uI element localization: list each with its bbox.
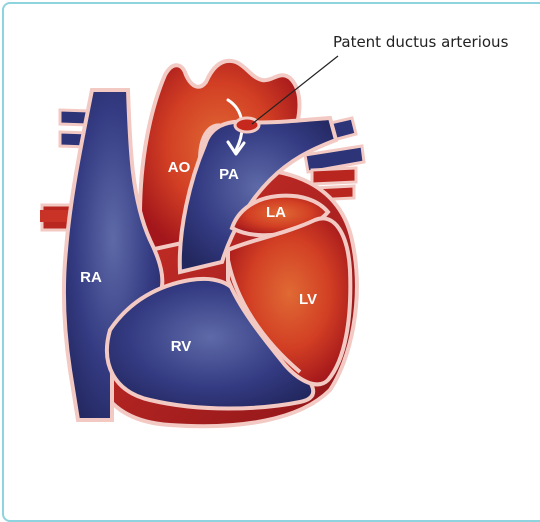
label-ao: AO xyxy=(168,159,191,176)
heart-diagram: AO PA LA RA LV RV Patent ductus arteriou… xyxy=(0,0,540,479)
label-rv: RV xyxy=(171,338,192,355)
callout-label: Patent ductus arterious xyxy=(333,33,509,51)
label-lv: LV xyxy=(299,291,317,308)
label-ra: RA xyxy=(80,269,102,286)
ductus-arteriosus xyxy=(235,118,259,132)
label-la: LA xyxy=(266,204,286,221)
label-pa: PA xyxy=(219,166,239,183)
